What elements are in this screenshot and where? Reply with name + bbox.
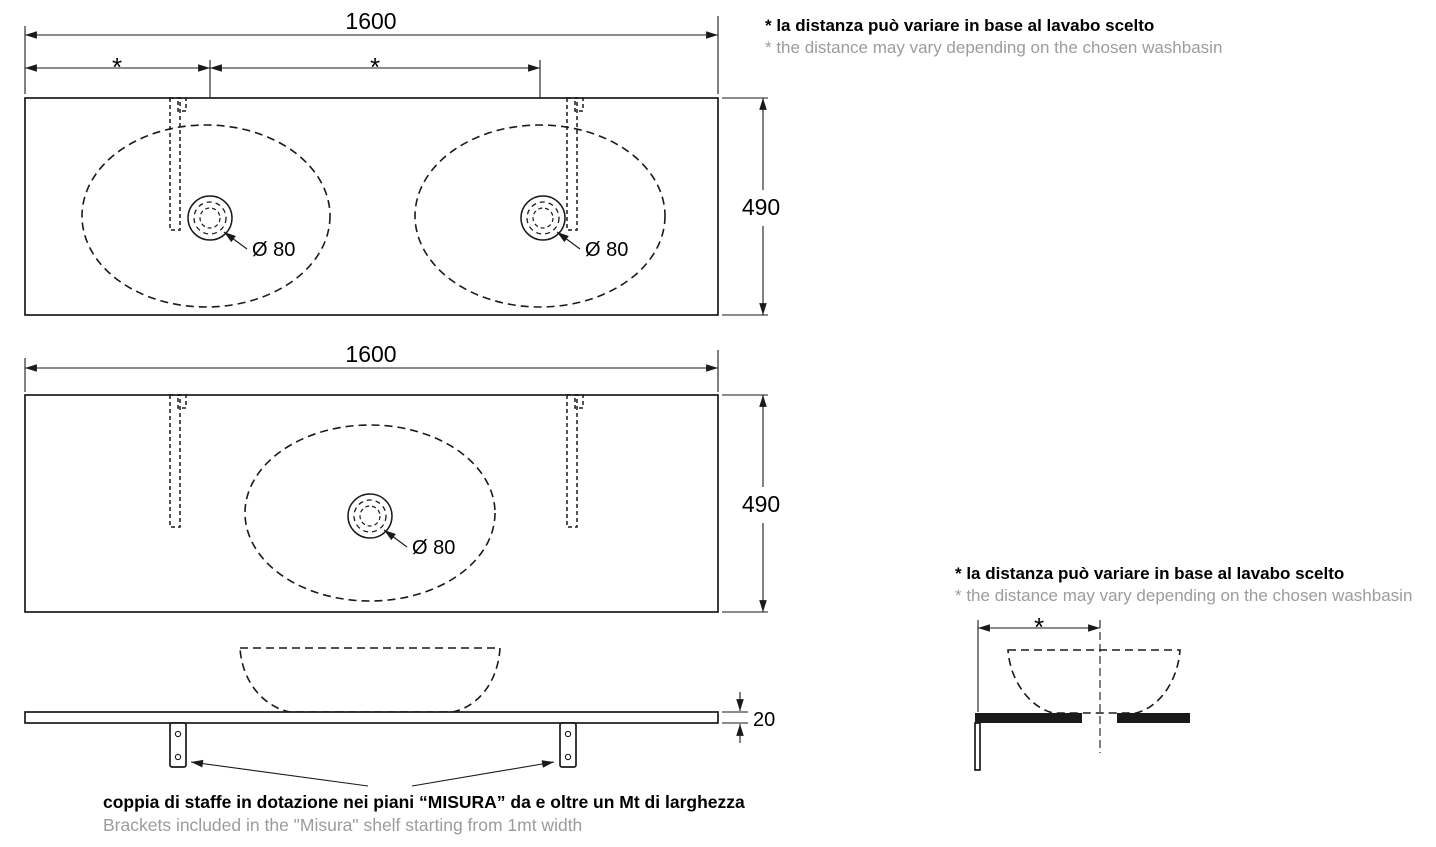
thickness-dimension-label: 20 [753, 709, 775, 731]
variance-note-top: * la distanza può variare in base al lav… [765, 16, 1222, 57]
basin-outline [244, 424, 496, 602]
drain-hole [187, 195, 233, 241]
bracket-plate [169, 722, 187, 768]
variance-note-italian: * la distanza può variare in base al lav… [765, 16, 1154, 35]
bracket-hidden-outline [169, 97, 181, 231]
variance-note-italian: * la distanza può variare in base al lav… [955, 564, 1344, 583]
bracket-hidden-outline [169, 394, 181, 528]
variance-note-english: * the distance may vary depending on the… [765, 38, 1222, 57]
basin-outline [414, 124, 666, 308]
bracket-plate-outline [559, 722, 577, 768]
leader-line [383, 529, 408, 548]
basin-outline [81, 124, 331, 308]
drain-hole [347, 493, 393, 539]
bracket-hidden-outline [566, 97, 578, 231]
drain-outer-circle [520, 195, 566, 241]
drain-inner-circle [359, 505, 381, 527]
bracket-plate [559, 722, 577, 768]
bracket-hidden-tab [574, 394, 584, 409]
shelf-profile [24, 711, 719, 724]
bracket-hidden-tab [177, 394, 187, 409]
side-view-shelf: 20 coppia di staffe in dotazione nei pia… [24, 647, 775, 835]
countertop-outline [24, 394, 719, 613]
bracket-plate-outline [169, 722, 187, 768]
shelf-section-left [975, 713, 1082, 723]
drain-middle-circle [353, 499, 387, 533]
leader-line [223, 231, 248, 250]
bracket-hole [564, 730, 572, 738]
washbasin-profile [239, 647, 501, 713]
variance-note-english: * the distance may vary depending on the… [955, 586, 1412, 605]
drain-diameter-label: Ø 80 [252, 239, 295, 261]
bracket-hole [564, 753, 572, 761]
wall-bracket-profile [974, 722, 981, 771]
variable-distance-label: * [1034, 612, 1044, 642]
top-view-single-basin: 1600 Ø 80 490 [24, 341, 780, 613]
detail-section-view: * la distanza può variare in base al lav… [955, 564, 1412, 771]
top-view-double-basin: 1600 * * Ø 80 Ø 80 [24, 8, 780, 316]
width-dimension-label: 1600 [345, 8, 396, 34]
shelf-section-right [1117, 713, 1190, 723]
brackets-caption-english: Brackets included in the "Misura" shelf … [103, 815, 582, 835]
brackets-caption-italian: coppia di staffe in dotazione nei piani … [103, 792, 745, 812]
drain-outer-circle [347, 493, 393, 539]
width-dimension-label: 1600 [345, 341, 396, 367]
leader-line [411, 760, 555, 787]
drain-diameter-label: Ø 80 [412, 537, 455, 559]
washbasin-profile [1007, 649, 1181, 714]
drain-diameter-label: Ø 80 [585, 239, 628, 261]
bracket-hidden-tab [574, 97, 584, 112]
depth-dimension-label: 490 [742, 194, 780, 220]
bracket-hidden-tab [177, 97, 187, 112]
drain-middle-circle [526, 201, 560, 235]
bracket-hole [174, 730, 182, 738]
countertop-outline [24, 97, 719, 316]
bracket-hidden-outline [566, 394, 578, 528]
leader-line [556, 231, 581, 250]
drain-outer-circle [187, 195, 233, 241]
bracket-hole [174, 753, 182, 761]
drain-inner-circle [199, 207, 221, 229]
drain-hole [520, 195, 566, 241]
leader-line [190, 759, 369, 787]
drain-middle-circle [193, 201, 227, 235]
depth-dimension-label: 490 [742, 491, 780, 517]
drain-inner-circle [532, 207, 554, 229]
variable-distance-label: * [112, 52, 122, 82]
variable-distance-label: * [370, 52, 380, 82]
